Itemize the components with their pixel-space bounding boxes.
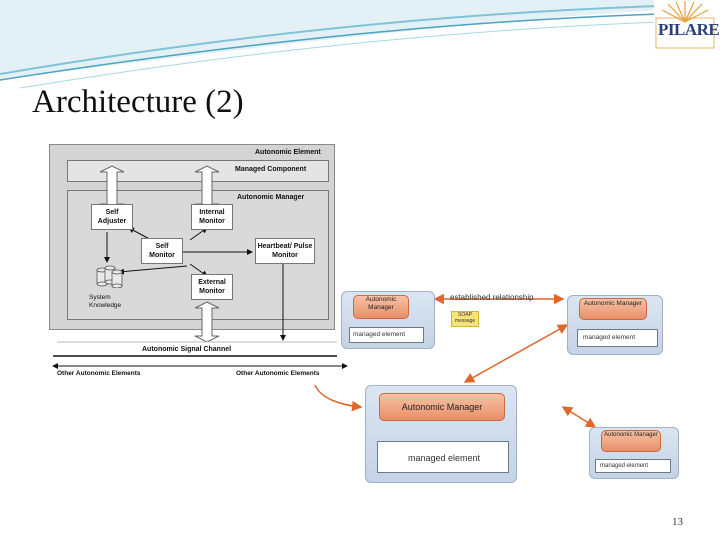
internal-monitor-label: Internal Monitor xyxy=(199,209,225,225)
system-knowledge-label: System Knowledge xyxy=(89,294,122,309)
external-monitor-box: External Monitor xyxy=(191,274,233,300)
external-monitor-label: External Monitor xyxy=(198,279,226,295)
signal-channel-label: Autonomic Signal Channel xyxy=(142,346,232,353)
self-adjuster-label: Self Adjuster xyxy=(97,209,127,225)
element-top-right: managed element xyxy=(577,329,658,347)
heartbeat-monitor-label: Heartbeat/ Pulse Monitor xyxy=(257,243,313,259)
slide-title: Architecture (2) xyxy=(32,84,244,120)
manager-top-right: Autonomic Manager xyxy=(579,298,647,320)
element-bottom-right: managed element xyxy=(595,459,671,473)
manager-top-left-label: Autonomic Manager xyxy=(365,296,397,311)
soap-message-note: SOAP message xyxy=(451,311,479,327)
logo-rays xyxy=(655,1,715,49)
database-icon xyxy=(96,265,123,288)
element-center: managed element xyxy=(377,441,509,473)
autonomic-network-diagram: Autonomic Manager managed element establ… xyxy=(305,287,681,487)
other-elements-left-label: Other Autonomic Elements xyxy=(57,370,141,377)
autonomic-element-label: Autonomic Element xyxy=(255,149,321,156)
established-relationship-label: established relationship xyxy=(450,293,534,302)
manager-bottom-right-label: Autonomic Manager xyxy=(604,432,658,438)
manager-center[interactable]: Autonomic Manager xyxy=(379,393,505,421)
self-monitor-box: Self Monitor xyxy=(141,238,183,264)
manager-top-right-label: Autonomic Manager xyxy=(583,300,643,307)
page-number: 13 xyxy=(672,516,683,528)
self-adjuster-box: Self Adjuster xyxy=(91,204,133,230)
heartbeat-monitor-box: Heartbeat/ Pulse Monitor xyxy=(255,238,315,264)
managed-component-label: Managed Component xyxy=(235,166,307,173)
manager-top-left: Autonomic Manager xyxy=(353,295,409,319)
internal-monitor-box: Internal Monitor xyxy=(191,204,233,230)
autonomic-manager-label: Autonomic Manager xyxy=(237,194,305,201)
manager-bottom-right: Autonomic Manager xyxy=(601,430,661,452)
autonomic-element-diagram: Autonomic Element Managed Component Auto… xyxy=(47,140,354,380)
logo-text: PILARE xyxy=(658,20,720,39)
header-swoosh xyxy=(0,0,661,89)
self-monitor-label: Self Monitor xyxy=(149,243,175,259)
element-top-left: managed element xyxy=(349,327,424,343)
other-elements-right-label: Other Autonomic Elements xyxy=(236,370,320,377)
pilare-logo: PILARE xyxy=(654,0,720,50)
